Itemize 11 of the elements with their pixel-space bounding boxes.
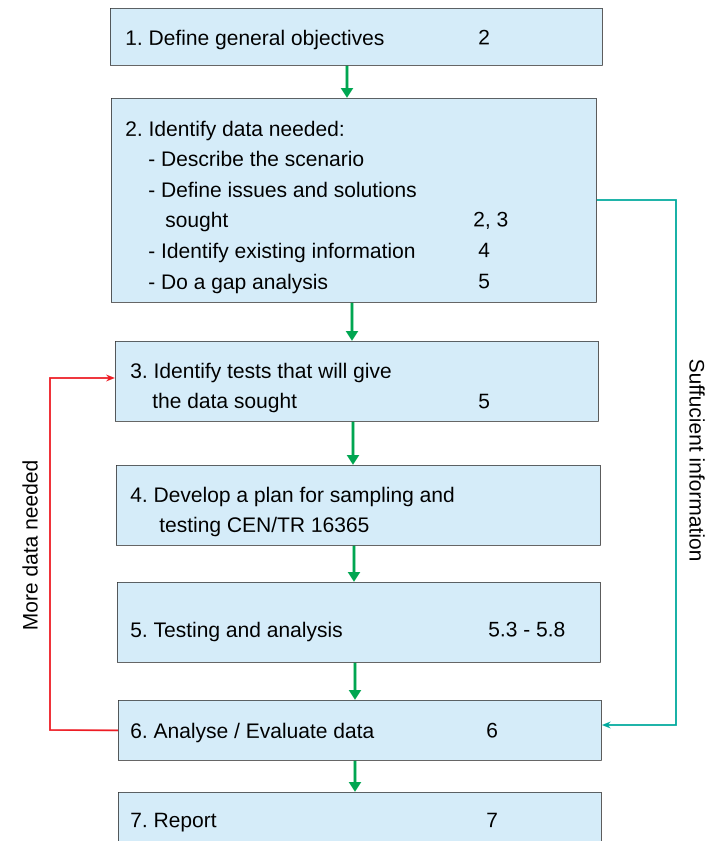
process-box: 7. Report 7 <box>118 792 602 841</box>
edge-label: Suffucient information <box>689 360 705 560</box>
process-box: 3. Identify tests that will give the data sought 5 <box>115 341 599 422</box>
arrow <box>596 199 677 729</box>
process-box: 1. Define general objectives 2 <box>110 8 603 66</box>
process-box: 2. Identify data needed: - Describe the scenario - Define issues and solutions sought 2, 3 - Identify existing information 4 - Do a gap analysis 5 <box>111 98 597 303</box>
process-box: 6. Analyse / Evaluate data 6 <box>118 700 602 761</box>
process-box: 5. Testing and analysis 5.3 - 5.8 <box>117 582 601 663</box>
process-box: 4. Develop a plan for sampling and testing CEN/TR 16365 <box>116 465 601 546</box>
edge-label: More data needed <box>22 461 38 628</box>
arrow <box>49 374 118 732</box>
